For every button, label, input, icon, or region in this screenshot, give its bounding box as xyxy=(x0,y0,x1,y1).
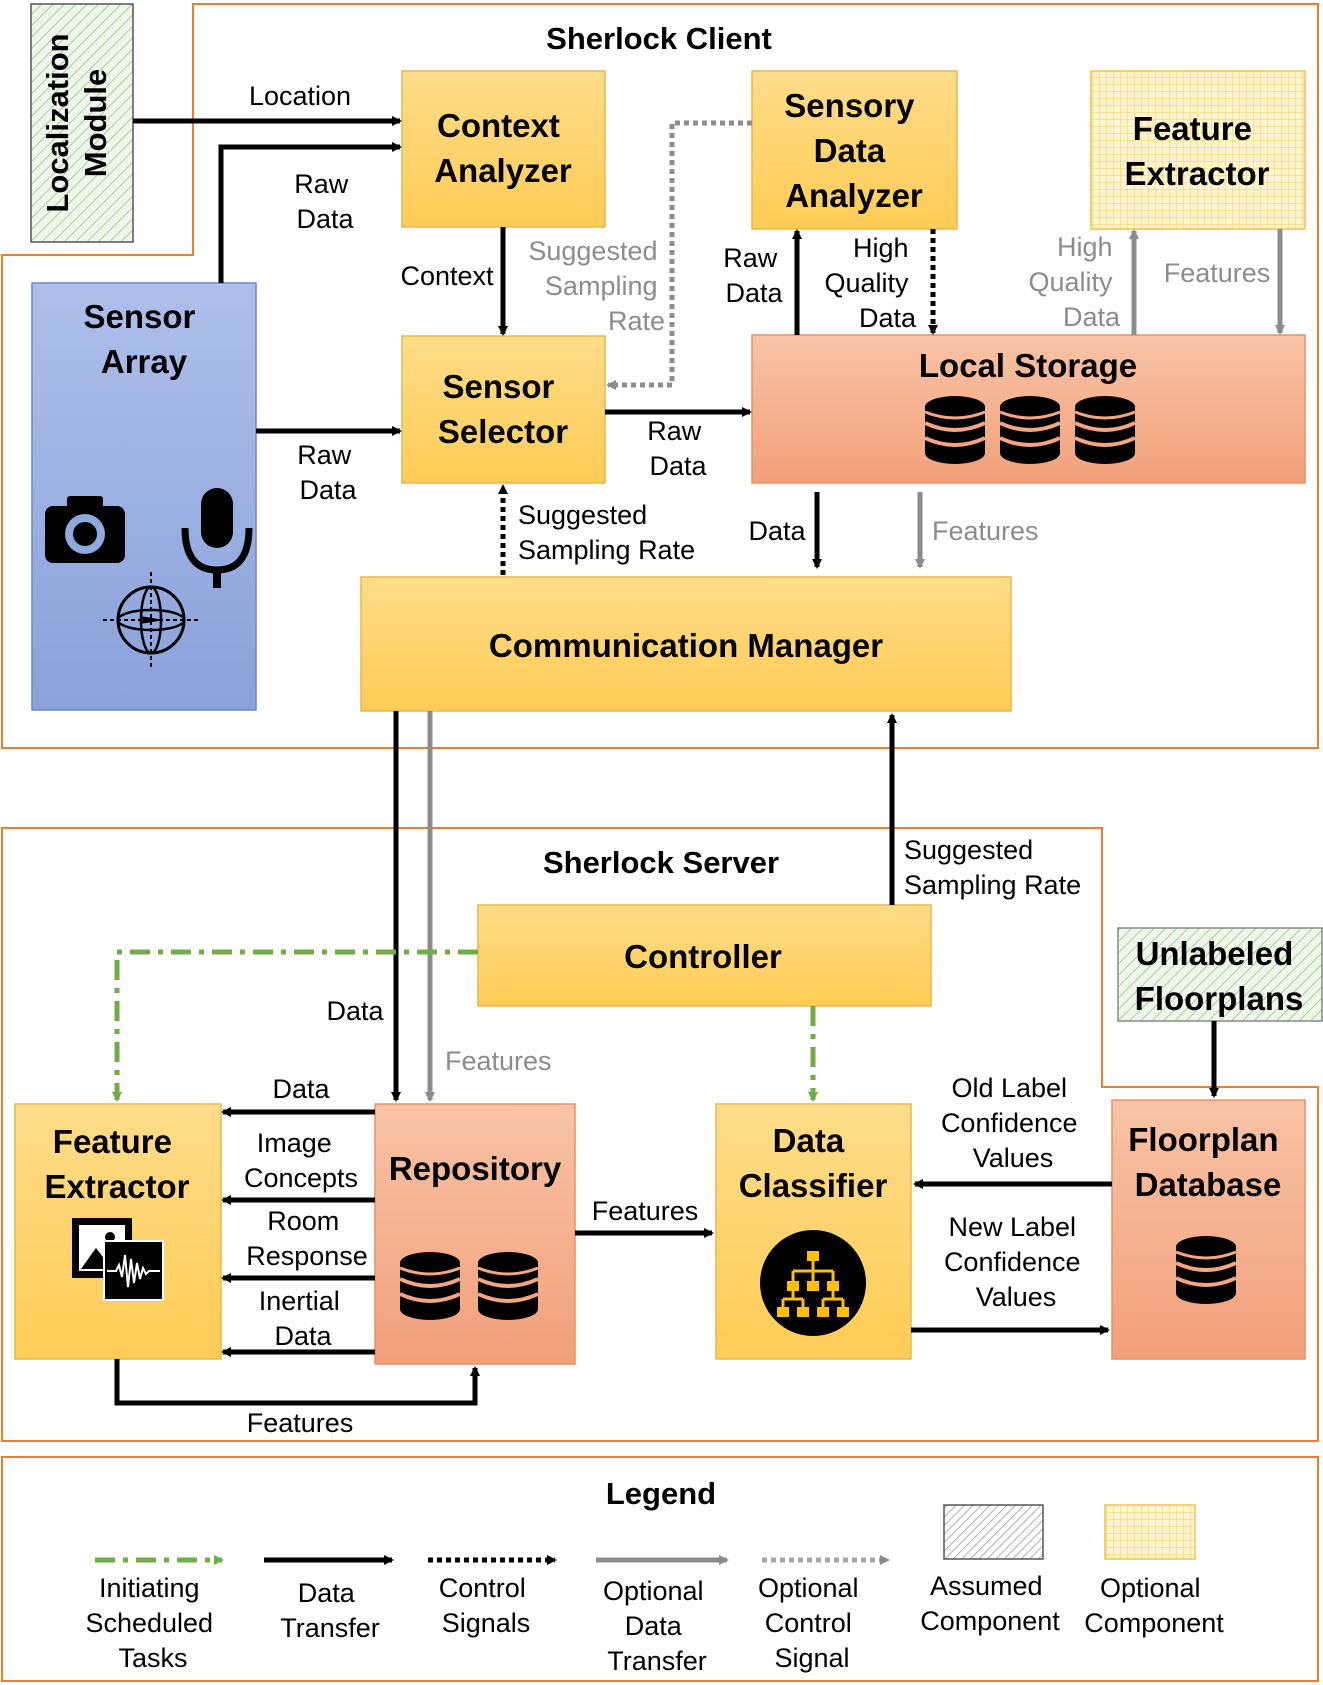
unlabeled-floorplans-label: Unlabeled Floorplans xyxy=(1135,935,1304,1017)
edge-suggested-sampling-optional-label: Suggested Sampling Rate xyxy=(528,236,665,336)
edge-features-loop-label: Features xyxy=(247,1408,354,1438)
gyroscope-icon xyxy=(103,572,199,668)
client-title: Sherlock Client xyxy=(546,21,772,56)
sensory-data-analyzer-label: Sensory Data Analyzer xyxy=(784,87,923,214)
camera-icon xyxy=(45,496,125,563)
repository-box xyxy=(374,1103,576,1365)
context-analyzer-box xyxy=(401,70,606,228)
database-icon xyxy=(476,1250,540,1322)
edge-high-quality-data-label: High Quality Data xyxy=(824,233,917,333)
legend-initiating-label: Initiating Scheduled Tasks xyxy=(85,1573,220,1673)
sensor-selector-label: Sensor Selector xyxy=(438,368,568,450)
local-storage-label: Local Storage xyxy=(919,347,1137,384)
edge-suggested-sampling-server-label: Suggested Sampling Rate xyxy=(904,835,1081,900)
sensor-array-label: Sensor Array xyxy=(83,298,204,380)
edge-features-server-label: Features xyxy=(445,1046,552,1076)
edge-suggested-sampling-optional xyxy=(606,120,752,390)
legend-assumed-label: Assumed Component xyxy=(920,1571,1060,1636)
edge-context-label: Context xyxy=(400,261,494,291)
edge-data-fe-label: Data xyxy=(272,1074,330,1104)
unlabeled-floorplans-box xyxy=(1117,927,1323,1022)
edge-raw-data-selector-label: Raw Data xyxy=(647,416,709,481)
edge-inertial-data-label: Inertial Data xyxy=(259,1286,348,1351)
edge-features-ls-label: Features xyxy=(932,516,1039,546)
client-container xyxy=(1,3,1319,749)
server-container xyxy=(1,827,1319,1442)
legend-control-signals-label: Control Signals xyxy=(439,1573,534,1638)
edge-data-server-label: Data xyxy=(326,996,384,1026)
edge-raw-data-sensor-label: Raw Data xyxy=(297,440,359,505)
database-icon xyxy=(923,394,987,466)
legend-assumed-sample xyxy=(943,1504,1044,1560)
edge-new-label-label: New Label Confidence Values xyxy=(944,1212,1088,1312)
localization-module-label: Localization xyxy=(40,33,75,212)
feature-extractor-server-label: Feature Extractor xyxy=(45,1123,190,1205)
edge-room-response-label: Room Response xyxy=(246,1206,368,1271)
legend-optional-data-label: Optional Data Transfer xyxy=(603,1576,711,1676)
edge-raw-data-context-label: Raw Data xyxy=(294,169,356,234)
legend-container xyxy=(1,1456,1319,1682)
database-icon xyxy=(1073,394,1137,466)
database-icon xyxy=(398,1250,462,1322)
edge-image-concepts-label: Image Concepts xyxy=(244,1128,358,1193)
edge-suggested-sampling-control-label: Suggested Sampling Rate xyxy=(518,500,695,565)
feature-extractor-client-label: Feature Extractor xyxy=(1125,110,1270,192)
legend-title: Legend xyxy=(606,1476,716,1511)
legend-optional-component-label: Optional Component xyxy=(1084,1573,1224,1638)
sensor-selector-box xyxy=(401,335,606,484)
legend-data-transfer-label: Data Transfer xyxy=(280,1578,380,1643)
communication-manager-label: Communication Manager xyxy=(489,627,883,664)
edge-high-quality-data-optional-label: High Quality Data xyxy=(1028,232,1121,332)
localization-module-box xyxy=(30,3,134,243)
legend-optional-component-sample xyxy=(1104,1504,1196,1560)
feature-extractor-client-box xyxy=(1090,70,1306,230)
context-analyzer-label: Context Analyzer xyxy=(434,107,572,189)
edge-raw-data-sda-label: Raw Data xyxy=(723,243,785,308)
waveform-icon xyxy=(103,1240,164,1301)
server-title: Sherlock Server xyxy=(543,845,779,880)
repository-label: Repository xyxy=(389,1150,562,1187)
controller-box xyxy=(477,904,932,1007)
edge-data-ls-label: Data xyxy=(748,516,806,546)
edge-features-loop xyxy=(114,1359,480,1406)
microphone-icon xyxy=(181,488,253,588)
sensory-data-analyzer-box xyxy=(751,70,958,230)
edge-old-label-label: Old Label Confidence Values xyxy=(941,1073,1085,1173)
floorplan-database-box xyxy=(1111,1099,1306,1360)
legend-optional-control-label: Optional Control Signal xyxy=(758,1573,866,1673)
edge-initiating-fe xyxy=(112,949,478,1102)
edge-features-repo-dc-label: Features xyxy=(592,1196,699,1226)
edge-features-fe-label: Features xyxy=(1164,258,1271,288)
database-icon xyxy=(1174,1234,1238,1306)
data-classifier-label: Data Classifier xyxy=(739,1122,888,1204)
localization-module-label-2: Module xyxy=(78,69,113,178)
communication-manager-box xyxy=(360,576,1012,712)
controller-label: Controller xyxy=(624,938,782,975)
edge-location-label: Location xyxy=(249,81,351,111)
hierarchy-icon xyxy=(760,1230,866,1336)
database-icon xyxy=(998,394,1062,466)
edge-raw-data-context xyxy=(218,142,402,283)
floorplan-database-label: Floorplan Database xyxy=(1128,1121,1288,1203)
